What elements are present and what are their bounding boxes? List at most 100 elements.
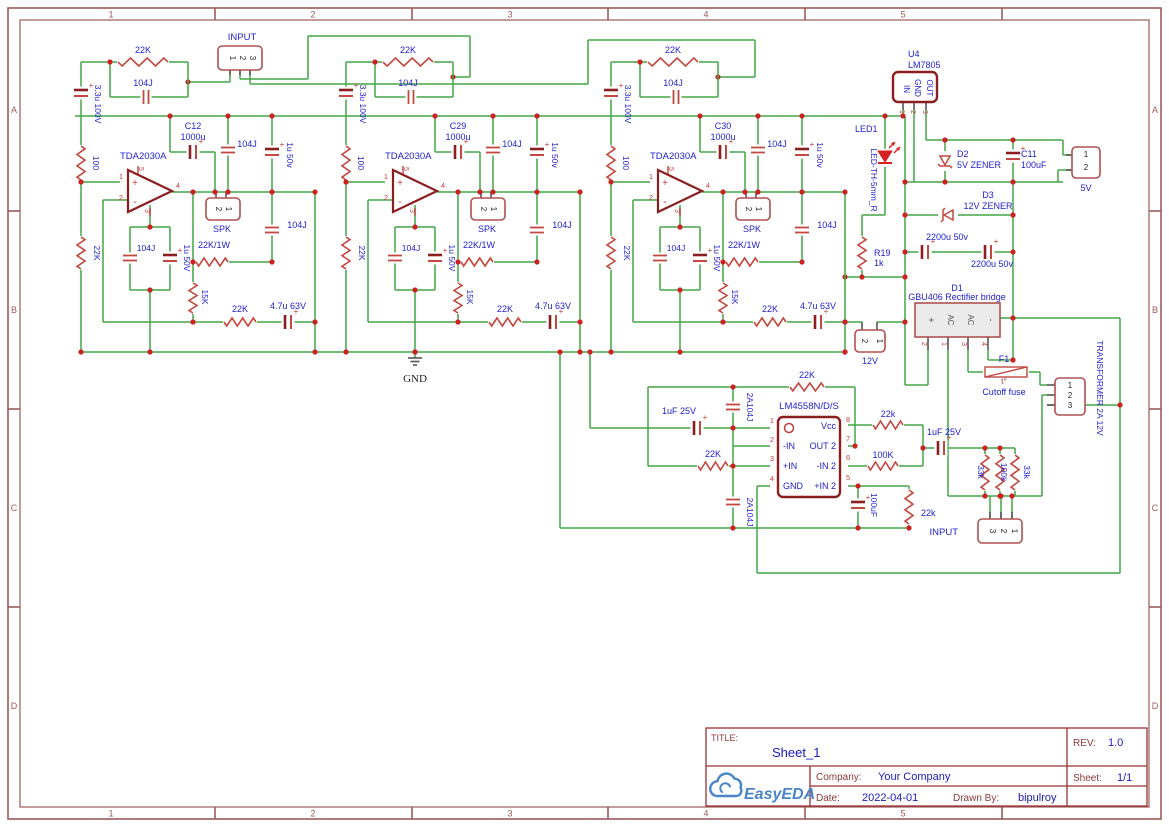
spk-connector[interactable]	[205, 197, 241, 221]
resistor[interactable]	[460, 256, 494, 268]
transformer-connector[interactable]	[1054, 377, 1086, 416]
schematic-label: Vcc	[821, 421, 837, 431]
company-value[interactable]: Your Company	[878, 771, 951, 783]
schematic-label: 1u 50V	[447, 245, 457, 272]
schematic-label: 2A104J	[745, 498, 755, 527]
junction-dot	[557, 349, 563, 355]
zener-diode-icon[interactable]	[942, 208, 954, 222]
schematic-label: 22K	[705, 449, 721, 459]
led-icon[interactable]	[877, 150, 893, 163]
lm7805-ic[interactable]	[891, 70, 939, 104]
resistor[interactable]	[340, 145, 352, 181]
zener-diode-icon[interactable]	[940, 207, 946, 223]
rectifier-bridge[interactable]	[914, 302, 1001, 338]
resistor[interactable]	[717, 282, 729, 314]
junction-dot	[720, 259, 726, 265]
opamp-triangle[interactable]	[656, 168, 705, 214]
schematic-label: C12	[185, 121, 202, 131]
resistor[interactable]	[452, 282, 464, 314]
resistor[interactable]	[867, 460, 899, 472]
junction-dot	[587, 349, 593, 355]
resistor[interactable]	[75, 236, 87, 270]
drawnby-label: Drawn By:	[953, 793, 999, 804]
resistor[interactable]	[195, 256, 229, 268]
resistor[interactable]	[223, 316, 257, 328]
resistor[interactable]	[697, 460, 729, 472]
schematic-label: 2200u 50v	[971, 259, 1014, 269]
junction-dot	[730, 525, 736, 531]
junction-dot	[147, 224, 153, 230]
resistor[interactable]	[117, 56, 169, 68]
junction-dot	[677, 349, 683, 355]
12v-connector[interactable]	[854, 329, 886, 353]
power-and-preamp-section[interactable]: ++++++	[217, 45, 1101, 544]
opamp-triangle[interactable]	[126, 168, 175, 214]
schematic-label: INPUT	[228, 32, 257, 43]
sheet-title[interactable]: Sheet_1	[772, 745, 820, 760]
schematic-label: 3	[921, 110, 928, 114]
resistor[interactable]	[872, 419, 904, 431]
resistor[interactable]	[340, 236, 352, 270]
resistor[interactable]	[789, 381, 825, 393]
resistor[interactable]	[979, 454, 991, 491]
schematic-label: 5	[402, 167, 409, 171]
input-connector-top[interactable]	[217, 45, 263, 71]
junction-dot	[855, 525, 861, 531]
schematic-label: 2	[1068, 391, 1073, 400]
schematic-label: 4	[706, 181, 710, 190]
junction-dot	[742, 189, 748, 195]
input-connector-bottom[interactable]	[977, 518, 1023, 544]
schematic-label: GND	[913, 79, 922, 97]
zener-diode-icon[interactable]	[937, 163, 953, 169]
fuse[interactable]	[984, 366, 1028, 378]
schematic-label: 3	[988, 529, 997, 534]
resistor[interactable]	[187, 282, 199, 314]
junction-dot	[902, 319, 908, 325]
schematic-label: 104J	[663, 78, 683, 88]
resistor[interactable]	[753, 316, 787, 328]
date-value[interactable]: 2022-04-01	[862, 792, 918, 804]
spk-connector[interactable]	[735, 197, 771, 221]
resistor[interactable]	[725, 256, 759, 268]
schematic-wiring[interactable]	[75, 35, 1123, 574]
rev-value[interactable]: 1.0	[1108, 737, 1123, 749]
schematic-label: TDA2030A	[650, 151, 697, 162]
sheet-num[interactable]: 1/1	[1117, 772, 1132, 784]
resistor[interactable]	[994, 454, 1006, 491]
junction-dot	[412, 287, 418, 293]
opamp-triangle[interactable]	[391, 168, 440, 214]
schematic-label: 2	[909, 110, 916, 114]
resistor[interactable]	[75, 145, 87, 181]
resistor[interactable]	[488, 316, 522, 328]
resistor[interactable]	[605, 145, 617, 181]
junction-dot	[190, 259, 196, 265]
schematic-label: 15K	[730, 289, 740, 304]
plus-mark: +	[354, 81, 359, 90]
schematic-label: 104J	[237, 139, 257, 149]
junction-dot	[534, 113, 540, 119]
spk-connector[interactable]	[470, 197, 506, 221]
schematic-label: 1u 50v	[550, 142, 560, 168]
drawnby-value[interactable]: bipulroy	[1018, 792, 1057, 804]
led-icon[interactable]	[877, 141, 901, 167]
5v-connector[interactable]	[1071, 146, 1101, 179]
resistor[interactable]	[856, 236, 868, 270]
schematic-label: 104J	[133, 78, 153, 88]
schematic-label: GBU406 Rectifier bridge	[908, 292, 1006, 302]
schematic-label: 22K	[400, 45, 416, 55]
lm4558-ic[interactable]	[776, 415, 842, 499]
schematic-label: 100uF	[869, 493, 879, 517]
resistor[interactable]	[903, 489, 915, 525]
zener-diode-icon[interactable]	[938, 155, 952, 167]
schematic-label: INPUT	[930, 527, 959, 538]
schematic-label: 100	[91, 156, 101, 170]
resistor[interactable]	[605, 236, 617, 270]
resistor[interactable]	[382, 56, 434, 68]
resistor[interactable]	[647, 56, 699, 68]
resistor[interactable]	[1009, 454, 1021, 491]
junction-dot	[852, 443, 858, 449]
